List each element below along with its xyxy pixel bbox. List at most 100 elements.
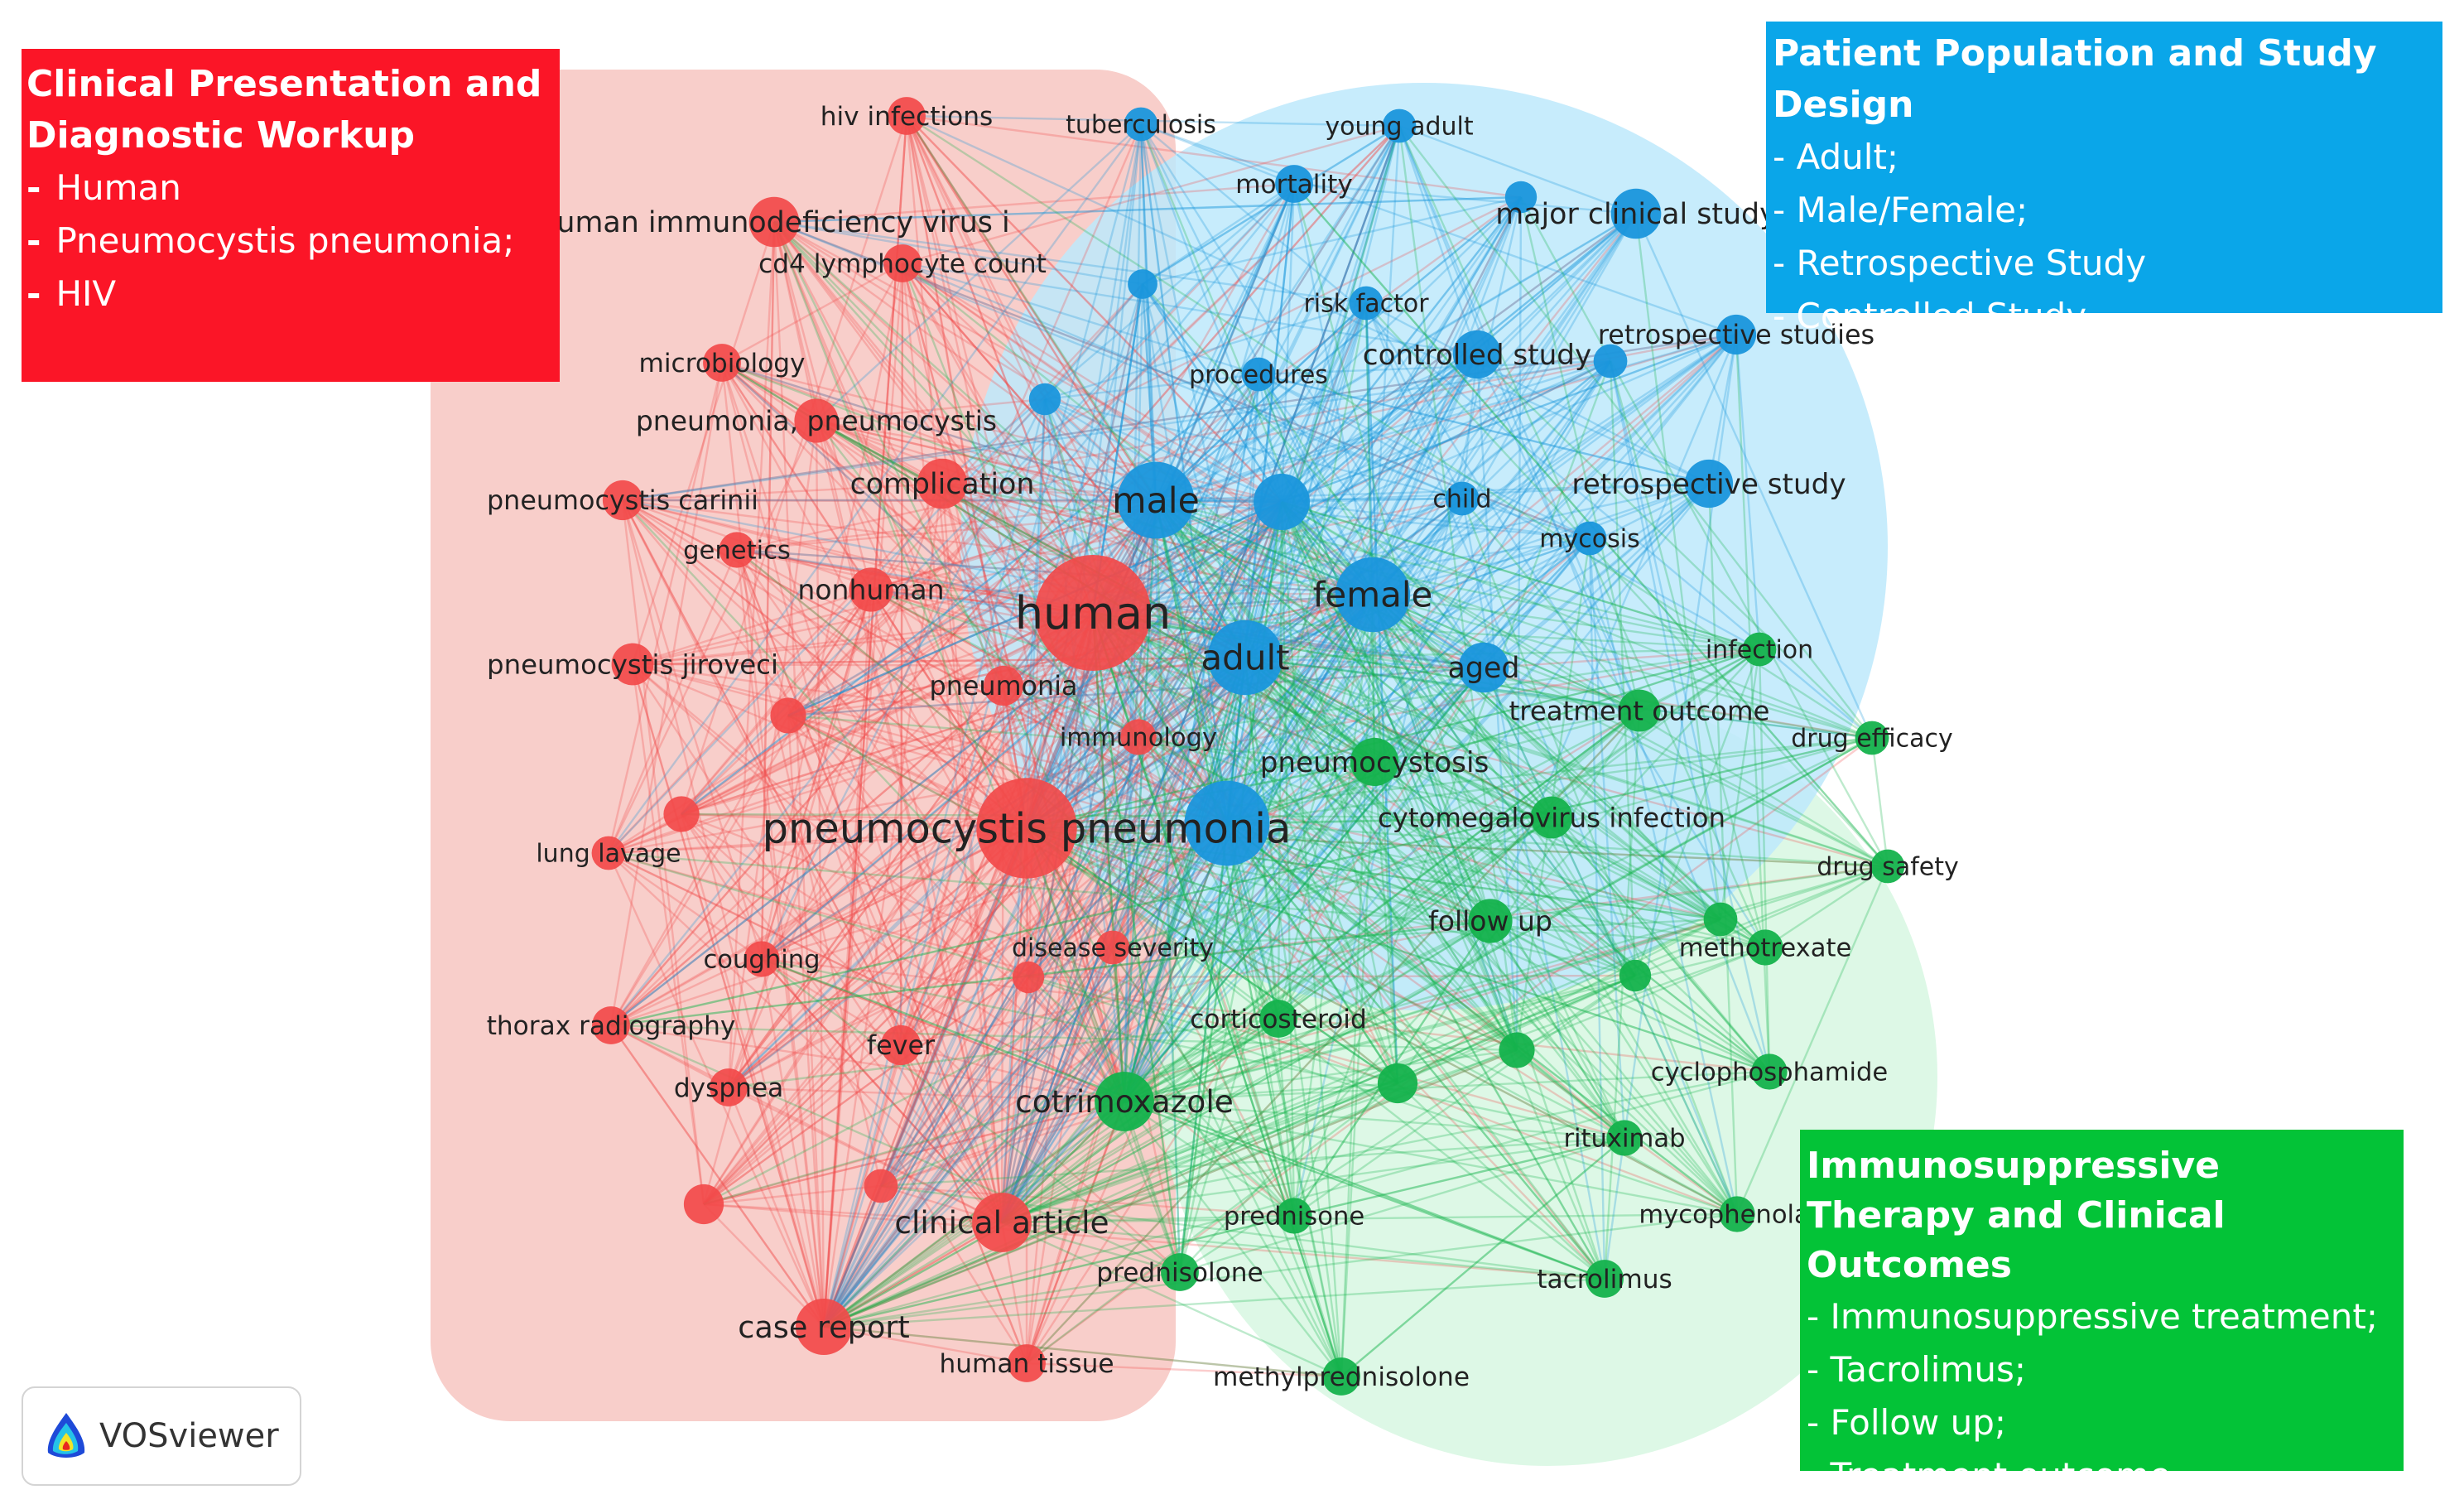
node-pneumocystis-pneumonia[interactable] [976, 778, 1077, 879]
node-unlabeled[interactable] [1593, 344, 1628, 378]
node-adult[interactable] [1207, 620, 1283, 696]
node-pneumocystosis[interactable] [1350, 737, 1399, 787]
node-infection[interactable] [1742, 632, 1777, 667]
network-edge [822, 123, 1143, 1328]
node-unlabeled[interactable] [683, 1184, 724, 1225]
node-clinical-article[interactable] [972, 1193, 1032, 1252]
node-microbiology[interactable] [703, 344, 741, 382]
node-follow-up[interactable] [1468, 899, 1513, 943]
network-edge [1639, 648, 1760, 712]
network-edge [1244, 302, 1368, 658]
network-edge [631, 663, 705, 1205]
node-procedures[interactable] [1241, 357, 1276, 392]
node-thorax-radiography[interactable] [592, 1006, 630, 1044]
network-edge [1244, 482, 1710, 659]
network-edge [1139, 123, 1229, 824]
network-edge [1123, 499, 1157, 1102]
node-child[interactable] [1445, 481, 1480, 516]
node-prednisone[interactable] [1276, 1198, 1312, 1234]
network-edge [823, 761, 1375, 1328]
node-female[interactable] [1335, 557, 1411, 633]
node-corticosteroid[interactable] [1259, 1000, 1297, 1038]
node-complication[interactable] [917, 458, 968, 509]
network-edge [870, 500, 1283, 591]
node-pneumocystis-carinii[interactable] [602, 480, 643, 521]
network-edge [787, 589, 873, 716]
node-human-tissue[interactable] [1008, 1344, 1046, 1382]
node-drug-efficacy[interactable] [1855, 721, 1889, 755]
node-drug-safety[interactable] [1870, 849, 1905, 884]
network-edge [1489, 920, 1626, 1139]
network-edge [632, 663, 1721, 921]
node-unlabeled[interactable] [1504, 181, 1538, 214]
node-tuberculosis[interactable] [1124, 107, 1158, 142]
node-treatment-outcome[interactable] [1618, 689, 1661, 732]
network-edge [787, 715, 1125, 1102]
node-controlled-study[interactable] [1452, 330, 1502, 379]
node-fever[interactable] [880, 1024, 922, 1066]
network-edge [608, 852, 1003, 1223]
network-edge [901, 263, 1095, 614]
node-pneumocystis-jiroveci[interactable] [611, 643, 654, 686]
node-unlabeled[interactable] [1619, 959, 1652, 992]
node-unlabeled[interactable] [1012, 961, 1045, 994]
network-edge [1179, 974, 1636, 1274]
node-coughing[interactable] [744, 941, 780, 977]
network-edge [1179, 1136, 1625, 1274]
node-cotrimoxazole[interactable] [1095, 1072, 1154, 1131]
node-mycosis[interactable] [1572, 521, 1607, 556]
node-mortality[interactable] [1275, 165, 1313, 203]
node-unlabeled[interactable] [770, 697, 806, 734]
network-edge [1372, 594, 1552, 818]
node-hiv-infections[interactable] [888, 97, 926, 135]
network-edge [1155, 499, 1491, 922]
node-tacrolimus[interactable] [1586, 1260, 1624, 1298]
node-methotrexate[interactable] [1747, 929, 1783, 966]
node-label-follow-up: follow up [1428, 905, 1552, 938]
node-rituximab[interactable] [1606, 1120, 1643, 1156]
network-edge [1225, 594, 1374, 824]
node-unlabeled[interactable] [1184, 780, 1270, 866]
node-disease-severity[interactable] [1095, 930, 1130, 965]
node-retrospective-studies[interactable] [1716, 314, 1757, 355]
node-retrospective-study[interactable] [1684, 459, 1734, 509]
node-major-clinical-study[interactable] [1610, 188, 1662, 239]
node-unlabeled[interactable] [1499, 1032, 1535, 1068]
node-cytomegalovirus-infection[interactable] [1530, 796, 1573, 839]
node-dyspnea[interactable] [710, 1068, 748, 1106]
node-unlabeled[interactable] [1377, 1063, 1418, 1104]
network-edge [631, 663, 825, 1328]
node-unlabeled[interactable] [1028, 383, 1061, 416]
node-cyclophosphamide[interactable] [1751, 1053, 1788, 1090]
network-edge [870, 588, 1375, 764]
node-unlabeled[interactable] [864, 1169, 898, 1203]
node-aged[interactable] [1458, 642, 1509, 693]
network-edge [880, 657, 1246, 1187]
node-unlabeled[interactable] [663, 796, 700, 832]
node-unlabeled[interactable] [1703, 902, 1738, 937]
node-young-adult[interactable] [1382, 108, 1417, 143]
node-unlabeled[interactable] [1254, 474, 1310, 530]
node-lung-lavage[interactable] [591, 836, 626, 870]
node-nonhuman[interactable] [849, 567, 893, 612]
node-risk-factor[interactable] [1349, 286, 1384, 321]
network-edge [1027, 594, 1374, 978]
node-male[interactable] [1117, 461, 1195, 539]
network-edge [880, 1136, 1625, 1188]
node-methylprednisolone[interactable] [1322, 1357, 1360, 1396]
node-case-report[interactable] [796, 1299, 852, 1355]
node-prednisolone[interactable] [1161, 1253, 1199, 1291]
node-genetics[interactable] [719, 532, 755, 568]
node-pneumonia[interactable] [983, 665, 1024, 706]
node-human[interactable] [1035, 555, 1151, 671]
node-label-mycosis: mycosis [1539, 525, 1639, 554]
node-human-immunodeficiency-virus-i[interactable] [748, 196, 800, 248]
node-unlabeled[interactable] [1128, 269, 1157, 299]
node-cd4-lymphocyte-count[interactable] [883, 244, 922, 282]
node-immunology[interactable] [1120, 719, 1157, 755]
node-pneumonia-pneumocystis[interactable] [794, 398, 839, 443]
node-mycophenolate[interactable] [1719, 1196, 1755, 1232]
network-edge [1373, 360, 1612, 763]
network-edge [680, 813, 1028, 1364]
red-cluster-item: -Pneumocystis pneumonia; [26, 220, 515, 261]
